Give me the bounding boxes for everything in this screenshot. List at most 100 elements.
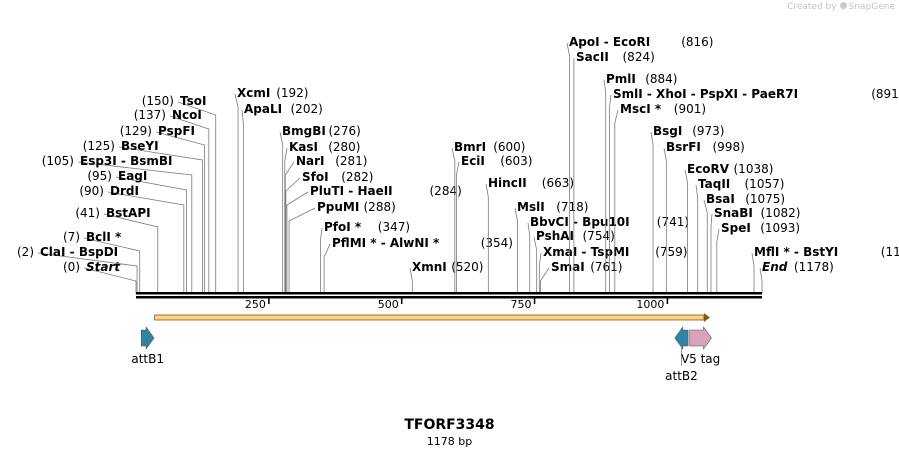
- orf-arrowhead: [703, 313, 710, 322]
- enzyme-position: (125): [83, 139, 115, 153]
- enzyme-leader-line: [614, 109, 619, 294]
- enzyme-site-ecorv[interactable]: EcoRV (1038): [684, 162, 774, 294]
- enzyme-label: EcoRV: [687, 162, 730, 176]
- enzyme-position: (891): [871, 87, 899, 101]
- enzyme-site-bsgi[interactable]: BsgI(973): [650, 124, 724, 294]
- enzyme-position: (192): [276, 86, 308, 100]
- feature-attb2[interactable]: attB2: [665, 326, 698, 383]
- enzyme-leader-line: [566, 42, 571, 294]
- enzyme-position: (7): [63, 230, 80, 244]
- enzyme-site-bsai[interactable]: BsaI(1075): [703, 192, 785, 294]
- ruler-tick-label: 750: [511, 298, 532, 311]
- snapgene-logo-icon: [839, 2, 847, 9]
- enzyme-leader-line: [77, 161, 193, 294]
- enzyme-site-apali[interactable]: ApaLI(202): [241, 102, 323, 294]
- enzyme-site-start[interactable]: Start(0): [63, 260, 137, 294]
- enzyme-leader-line: [456, 161, 460, 294]
- enzyme-site-bseyi[interactable]: BseYI(125): [83, 139, 203, 294]
- enzyme-position: (282): [341, 170, 373, 184]
- enzyme-position: (1057): [745, 177, 785, 191]
- orf-arrow[interactable]: [154, 313, 710, 322]
- enzyme-site-bbvci-bpu10i[interactable]: BbvCI - Bpu10I(741): [527, 215, 689, 294]
- enzyme-position: (1038): [734, 162, 774, 176]
- enzyme-site-ncoi[interactable]: NcoI(137): [134, 108, 210, 294]
- enzyme-site-pfoi[interactable]: PfoI *(347): [319, 220, 410, 294]
- enzyme-position: (284): [430, 184, 462, 198]
- enzyme-position: (600): [493, 140, 525, 154]
- enzyme-site-pluti-haeii[interactable]: PluTI - HaeII (284): [286, 184, 462, 294]
- enzyme-site-apoi-ecori[interactable]: ApoI - EcoRI(816): [566, 35, 713, 294]
- enzyme-position: (816): [681, 35, 713, 49]
- enzyme-leader-line: [485, 183, 489, 294]
- enzyme-site-clai-bspdi[interactable]: ClaI - BspDI(2): [17, 245, 138, 294]
- enzyme-site-taqii[interactable]: TaqII(1057): [695, 177, 785, 294]
- enzyme-site-spei[interactable]: SpeI(1093): [716, 221, 800, 294]
- enzyme-position: (741): [657, 215, 689, 229]
- enzyme-site-kasi[interactable]: KasI(280): [284, 140, 361, 294]
- enzyme-position: (1163): [881, 245, 899, 259]
- enzyme-label: DrdI: [110, 184, 139, 198]
- enzyme-label: PluTI - HaeII: [310, 184, 393, 198]
- enzyme-leader-line: [663, 147, 667, 294]
- enzyme-site-sacii[interactable]: SacII(824): [573, 50, 655, 294]
- enzyme-site-xcmi[interactable]: XcmI(192): [234, 86, 308, 294]
- enzyme-site-xmai-tspmi[interactable]: XmaI - TspMI(759): [538, 245, 687, 294]
- enzyme-label: SmlI - XhoI - PspXI - PaeR7I: [613, 87, 798, 101]
- enzyme-site-msci[interactable]: MscI *(901): [614, 102, 706, 294]
- enzyme-label: BmgBI: [282, 124, 326, 138]
- enzyme-site-esp3i-bsmbi[interactable]: Esp3I - BsmBI(105): [42, 154, 193, 294]
- enzyme-site-nari[interactable]: NarI(281): [284, 154, 367, 294]
- enzyme-site-eagi[interactable]: EagI(95): [87, 169, 187, 294]
- enzyme-site-bstapi[interactable]: BstAPI(41): [75, 206, 159, 294]
- enzyme-site-xmni[interactable]: XmnI(520): [409, 260, 483, 294]
- enzyme-leader-line: [169, 115, 210, 294]
- enzyme-site-mfli-bstyi[interactable]: MflI * - BstYI(1163): [751, 245, 899, 294]
- enzyme-site-drdi[interactable]: DrdI(90): [79, 184, 185, 294]
- enzyme-label: BsgI: [653, 124, 682, 138]
- enzyme-label: BclI *: [86, 230, 122, 244]
- enzyme-label: SnaBI: [714, 206, 753, 220]
- plasmid-size: 1178 bp: [426, 435, 473, 448]
- enzyme-label: NcoI: [172, 108, 202, 122]
- enzyme-leader-line: [83, 237, 141, 294]
- enzyme-site-pflmi-alwni[interactable]: PflMI * - AlwNI *(354): [323, 236, 513, 294]
- enzyme-site-tsoi[interactable]: TsoI(150): [142, 94, 217, 294]
- enzyme-leader-line: [177, 101, 217, 294]
- enzyme-position: (603): [500, 154, 532, 168]
- enzyme-position: (276): [329, 124, 361, 138]
- enzyme-site-bcli[interactable]: BclI * (7): [63, 230, 141, 294]
- enzyme-site-hincii[interactable]: HincII(663): [485, 176, 574, 294]
- enzyme-position: (354): [481, 236, 513, 250]
- enzyme-label: PmlI: [606, 72, 636, 86]
- enzyme-site-pspfi[interactable]: PspFI(129): [120, 124, 205, 294]
- enzyme-site-smai[interactable]: SmaI(761): [540, 260, 622, 294]
- enzyme-site-end[interactable]: End(1178): [759, 260, 834, 294]
- enzyme-leader-line: [284, 147, 288, 294]
- enzyme-label: EciI: [461, 154, 485, 168]
- feature-v5-tag[interactable]: V5 tag: [681, 326, 720, 366]
- enzyme-leader-line: [83, 267, 137, 294]
- enzyme-site-msli[interactable]: MslI(718): [514, 200, 588, 294]
- enzyme-leader-line: [609, 94, 612, 294]
- enzyme-leader-line: [284, 161, 295, 294]
- enzyme-label: End: [762, 260, 788, 274]
- plasmid-title: TFORF3348: [404, 417, 495, 433]
- enzyme-site-smli-xhoi-pspxi-paer7i[interactable]: SmlI - XhoI - PspXI - PaeR7I (891): [609, 87, 899, 294]
- feature-arrow: [141, 326, 155, 350]
- enzyme-site-pshai[interactable]: PshAI(754): [533, 229, 615, 294]
- enzyme-site-bmgbi[interactable]: BmgBI(276): [279, 124, 361, 294]
- enzyme-site-ecii[interactable]: EciI (603): [456, 154, 532, 294]
- feature-attb1[interactable]: attB1: [131, 326, 164, 366]
- enzyme-site-bsrfi[interactable]: BsrFI(998): [663, 140, 745, 294]
- enzyme-position: (0): [63, 260, 80, 274]
- enzyme-site-sfoi[interactable]: SfoI(282): [285, 170, 374, 294]
- enzyme-leader-line: [37, 252, 138, 294]
- enzyme-site-pmli[interactable]: PmlI(884): [603, 72, 677, 294]
- enzyme-site-ppumi[interactable]: PpuMI(288): [288, 200, 396, 294]
- enzyme-leader-line: [710, 213, 713, 294]
- ruler-tick-label: 250: [245, 298, 266, 311]
- enzyme-leader-line: [716, 228, 720, 294]
- enzyme-site-bmri[interactable]: BmrI(600): [451, 140, 525, 294]
- enzyme-site-snabi[interactable]: SnaBI(1082): [710, 206, 800, 294]
